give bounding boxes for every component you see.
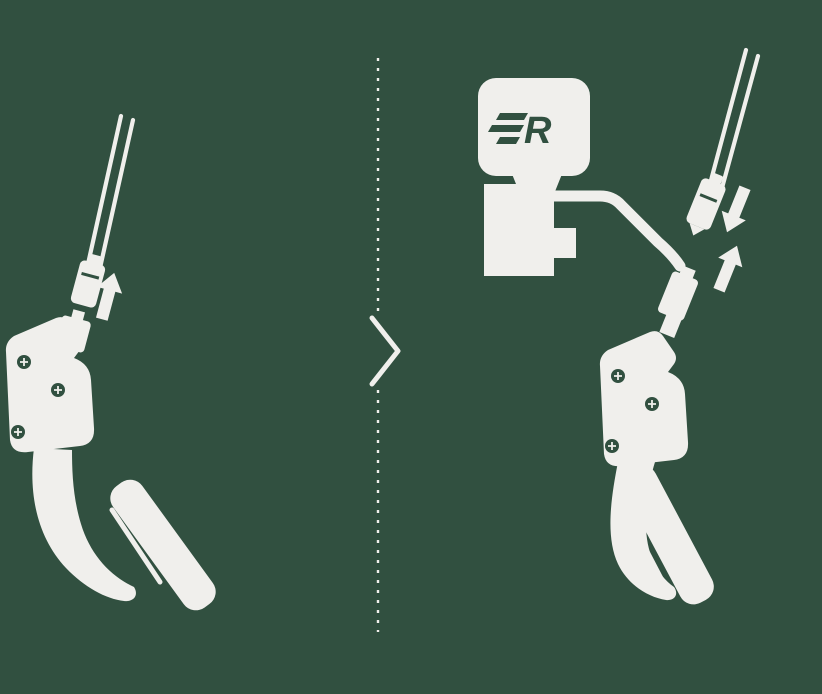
divider	[369, 58, 401, 632]
left-pedal-pad-edge	[109, 507, 163, 585]
module-connector-housing	[484, 184, 554, 276]
right-upper-connector	[686, 172, 726, 236]
tuning-module: R	[478, 78, 590, 194]
right-pedal-plate	[599, 330, 689, 468]
left-pedal-wires	[85, 113, 136, 271]
device-logo-speed-stripes	[488, 113, 528, 144]
module-connector-tab	[554, 228, 576, 258]
left-pedal-pad	[110, 479, 216, 611]
right-connector-stem	[659, 307, 684, 338]
device-logo-letter: R	[524, 110, 552, 152]
module-body	[478, 78, 590, 176]
up-arrow-icon-right	[706, 240, 750, 296]
right-pedal-wires	[707, 47, 761, 191]
left-panel-pedal-disconnected	[5, 113, 216, 611]
right-panel-module-installed: R	[478, 47, 761, 605]
right-lower-connector	[657, 265, 699, 321]
left-upper-connector	[70, 253, 106, 308]
right-pedal-pad	[622, 465, 714, 605]
right-pedal-arm	[610, 462, 677, 601]
right-pedal-pad-edge	[617, 497, 669, 591]
module-cable	[544, 190, 686, 272]
chevron-right-icon	[369, 315, 401, 387]
left-pedal-arm	[32, 448, 136, 602]
